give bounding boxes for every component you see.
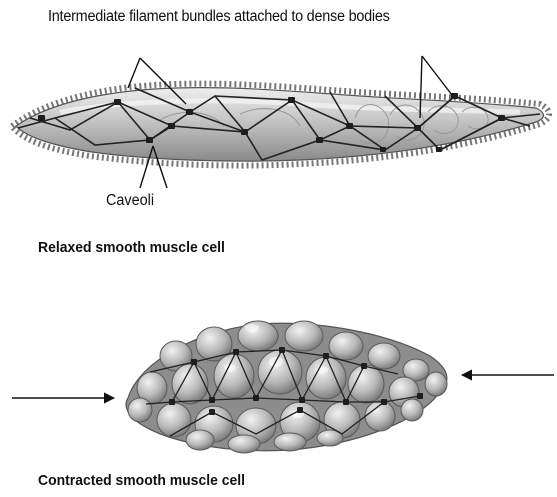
contracted-cell: [126, 321, 447, 453]
relaxed-cell-caption: Relaxed smooth muscle cell: [38, 240, 225, 255]
relaxed-cell: [12, 56, 549, 188]
caveoli-label: Caveoli: [106, 193, 154, 209]
filament-bundles-label: Intermediate filament bundles attached t…: [48, 9, 390, 25]
contracted-cell-caption: Contracted smooth muscle cell: [38, 473, 245, 488]
